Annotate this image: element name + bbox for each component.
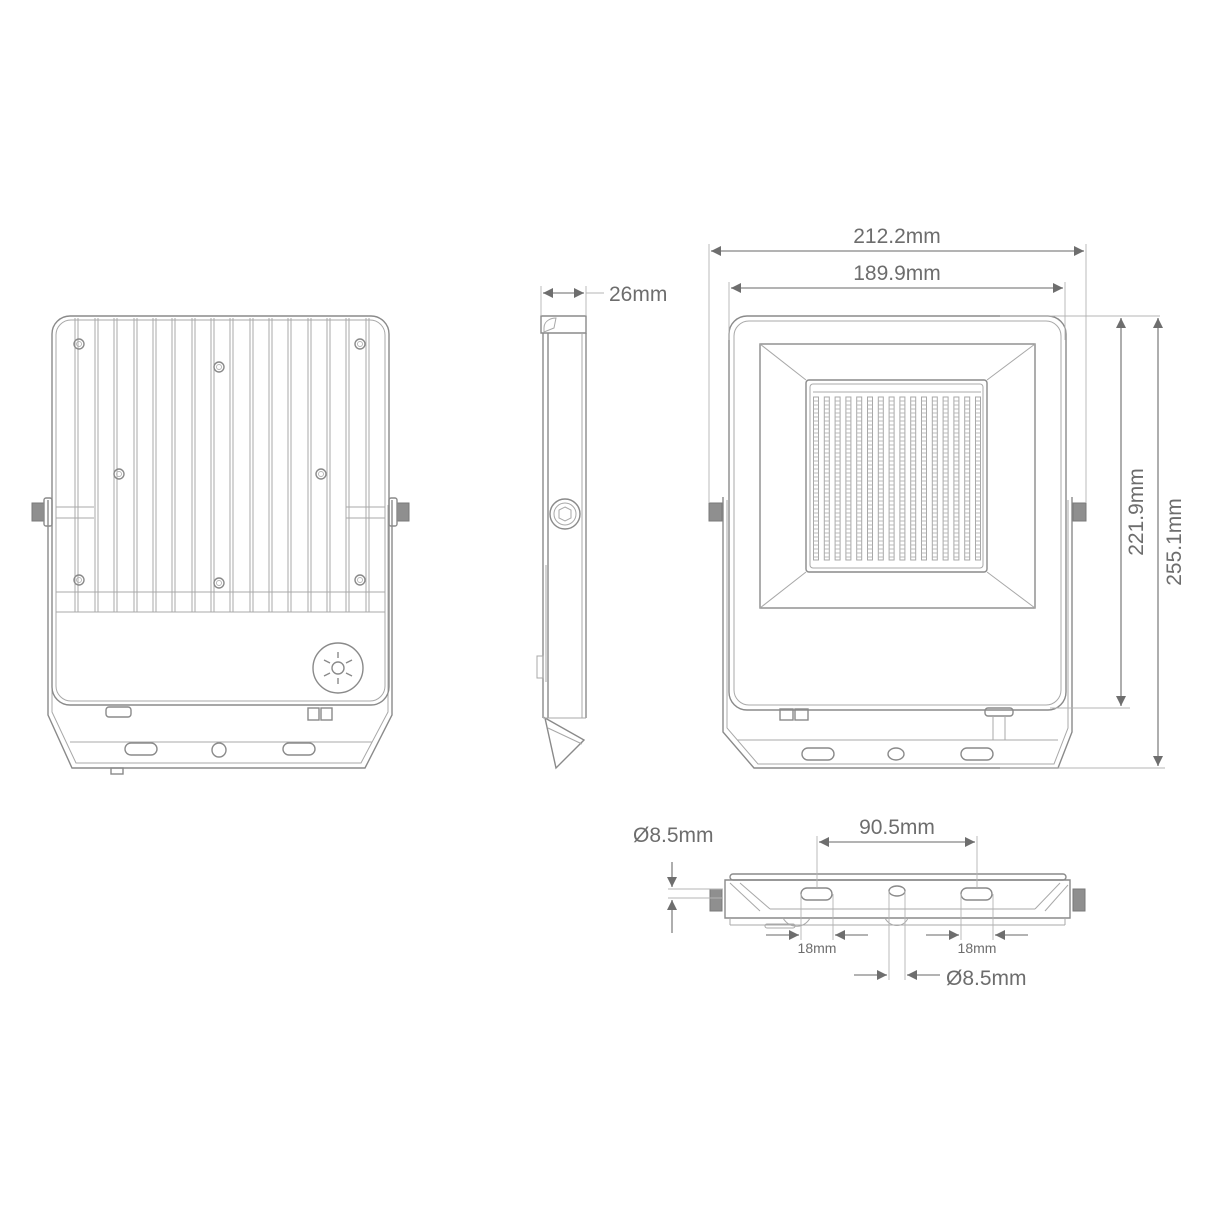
right-pivot-knob-icon: [396, 502, 410, 522]
mounting-slot-left: [124, 742, 158, 756]
overall-width-label: 212.2mm: [853, 225, 941, 248]
hole-spacing-label: 90.5mm: [859, 816, 935, 839]
left-pivot-knob-icon: [31, 502, 45, 522]
body-width-label: 189.9mm: [853, 262, 941, 285]
bottom-bracket: [724, 879, 1071, 919]
lens-frame: [759, 343, 1036, 609]
right-pivot-knob-icon: [1072, 888, 1086, 912]
led-array: [813, 391, 981, 561]
screw-holes: [73, 338, 366, 589]
mounting-hole-center: [211, 742, 227, 758]
front-bracket: [722, 497, 1073, 769]
right-pivot-knob-icon: [1072, 502, 1087, 522]
mounting-slot-left: [800, 887, 833, 901]
slot-right-width-label: 18mm: [958, 940, 997, 956]
cable-gland: [105, 706, 132, 718]
front-body: [728, 315, 1067, 711]
settings-gear-icon: [312, 642, 364, 694]
mounting-slot-right: [282, 742, 316, 756]
mounting-slot-right: [960, 747, 994, 761]
rear-body: [51, 315, 390, 706]
mounting-slot-right: [960, 887, 993, 901]
mounting-slot-left: [801, 747, 835, 761]
terminal-block: [779, 708, 794, 721]
left-pivot-knob-icon: [708, 502, 723, 522]
terminal-block: [307, 707, 320, 721]
side-hole-diameter-label: Ø8.5mm: [633, 824, 714, 847]
mounting-hole-center: [888, 885, 906, 897]
pivot-bolt-icon: [549, 498, 581, 530]
body-height-label: 221.9mm: [1125, 468, 1148, 556]
rear-bracket: [47, 500, 393, 769]
overall-height-label: 255.1mm: [1163, 498, 1186, 586]
cable-gland: [984, 707, 1014, 717]
mounting-hole-center: [887, 747, 905, 761]
rear-view: [31, 315, 410, 775]
front-view: [708, 244, 1165, 769]
bottom-view: [667, 836, 1086, 980]
slot-left-width-label: 18mm: [798, 940, 837, 956]
left-pivot-knob-icon: [709, 888, 723, 912]
side-view: [536, 286, 604, 770]
center-hole-diameter-label: Ø8.5mm: [946, 967, 1027, 990]
side-bracket-foot: [543, 716, 586, 770]
depth-label: 26mm: [609, 283, 667, 306]
